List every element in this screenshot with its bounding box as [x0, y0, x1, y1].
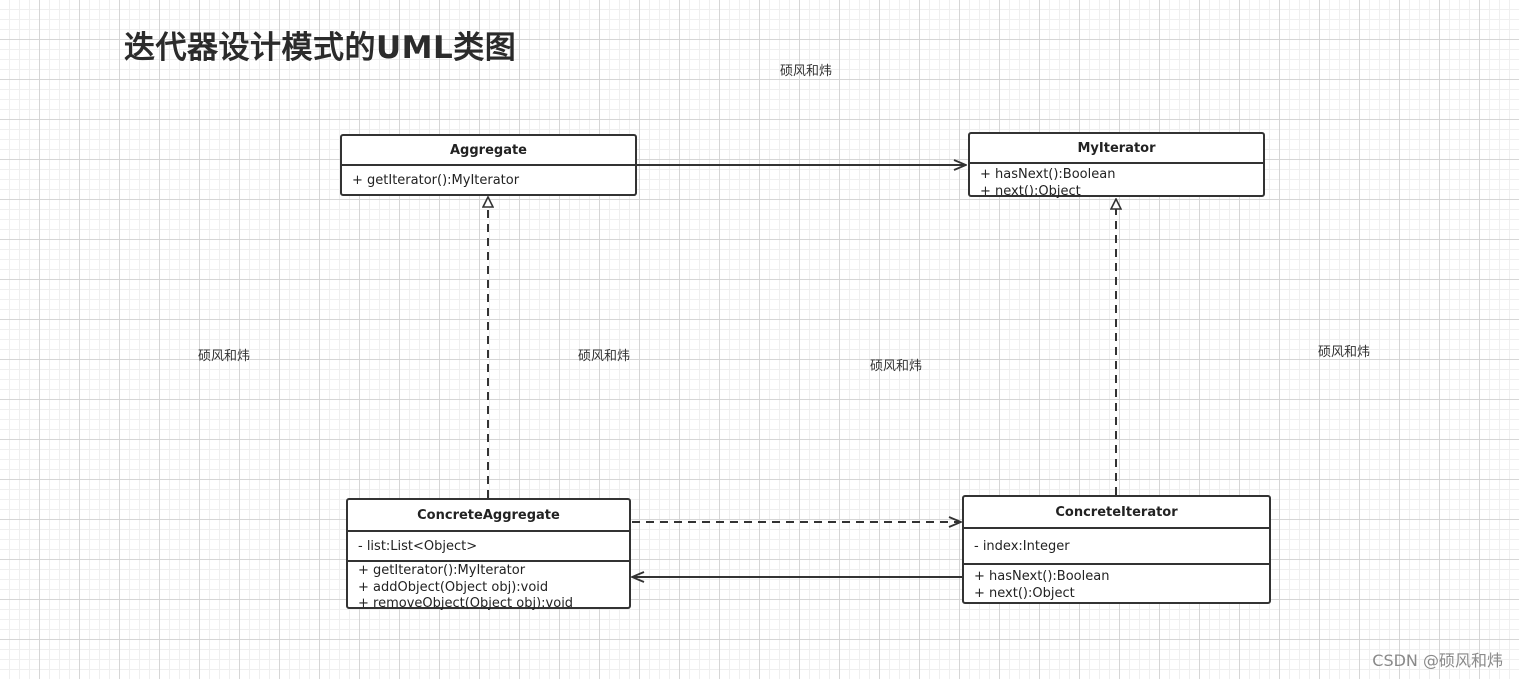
diagram-title: 迭代器设计模式的UML类图: [124, 30, 517, 66]
method-row: + getIterator():MyIterator: [358, 563, 526, 578]
methods-section: + getIterator():MyIterator + addObject(O…: [348, 562, 629, 615]
watermark-text: 硕风和炜: [870, 359, 923, 374]
method-row: + hasNext():Boolean: [980, 167, 1116, 182]
class-name: Aggregate: [342, 136, 635, 166]
method-row: + hasNext():Boolean: [974, 569, 1110, 584]
attribute-row: - list:List<Object>: [358, 538, 478, 554]
watermark-text: 硕风和炜: [780, 64, 833, 79]
watermark-text: 硕风和炜: [198, 349, 251, 364]
method-row: + addObject(Object obj):void: [358, 579, 549, 595]
method-row: + next():Object: [974, 586, 1075, 601]
class-aggregate[interactable]: Aggregate + getIterator():MyIterator: [340, 134, 637, 196]
attribute-row: - index:Integer: [974, 538, 1070, 554]
class-concrete-iterator[interactable]: ConcreteIterator - index:Integer + hasNe…: [962, 495, 1271, 604]
attributes-section: - list:List<Object>: [348, 532, 629, 562]
class-concrete-aggregate[interactable]: ConcreteAggregate - list:List<Object> + …: [346, 498, 631, 611]
methods-section: + hasNext():Boolean + next():Object: [970, 164, 1263, 202]
class-name: ConcreteIterator: [964, 497, 1269, 529]
class-myiterator[interactable]: MyIterator + hasNext():Boolean + next():…: [968, 132, 1265, 199]
watermark-text: 硕风和炜: [1318, 345, 1371, 360]
watermark-text: 硕风和炜: [578, 349, 631, 364]
method-row: + getIterator():MyIterator: [352, 173, 520, 188]
attributes-section: - index:Integer: [964, 529, 1269, 565]
footer-watermark: CSDN @硕风和炜: [1372, 651, 1503, 670]
methods-section: + getIterator():MyIterator: [342, 166, 635, 191]
method-row: + removeObject(Object obj):void: [358, 596, 574, 611]
class-name: ConcreteAggregate: [348, 500, 629, 532]
methods-section: + hasNext():Boolean + next():Object: [964, 565, 1269, 604]
method-row: + next():Object: [980, 184, 1081, 199]
class-name: MyIterator: [970, 134, 1263, 164]
